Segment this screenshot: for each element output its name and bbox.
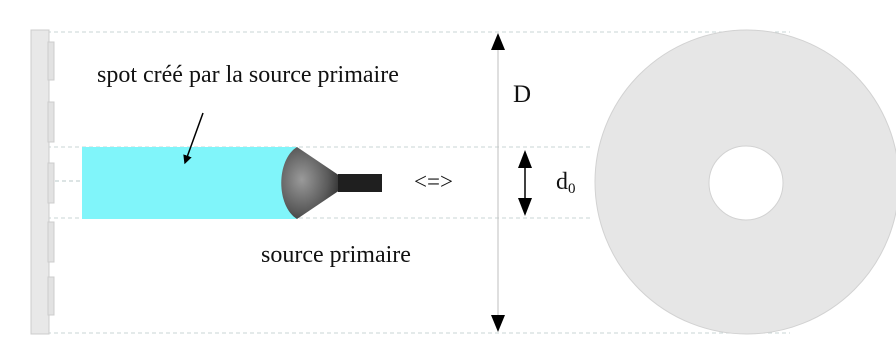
equivalence-label: <=> [414,169,453,194]
d0-main: d [556,169,568,195]
spot-label: spot créé par la source primaire [97,62,399,88]
primary-spot-beam [82,147,297,219]
dimension-D-arrowhead-top [491,33,505,50]
reflector-cross-section [30,29,55,335]
arrow-pointer-icon [183,112,204,165]
d0-subscript: 0 [568,181,576,197]
reflector-hole [708,145,784,221]
dimension-d0-arrowhead-bottom [518,198,532,216]
horn-antenna-icon [281,147,382,219]
primary-source-label: source primaire [261,242,411,268]
dimension-d0-arrowhead-top [518,150,532,168]
dimension-D-arrowhead-bottom [491,315,505,332]
dimension-d0-label: d0 [556,170,576,197]
dimension-D-label: D [513,81,532,108]
reflector-disc [594,29,896,335]
